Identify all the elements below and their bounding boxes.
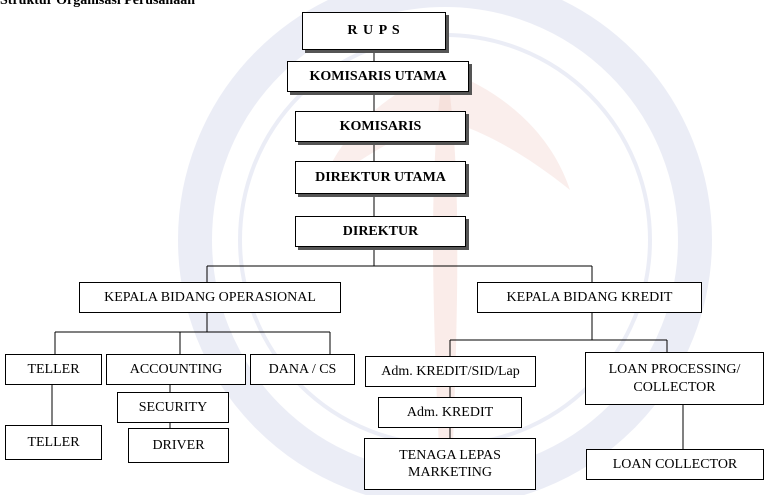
node-label: DIREKTUR UTAMA xyxy=(315,169,446,185)
node-label: TELLER xyxy=(27,361,80,377)
node-adm-kredit: Adm. KREDIT xyxy=(378,397,522,428)
node-komisaris: KOMISARIS xyxy=(295,111,466,142)
node-label-line1: TENAGA LEPAS xyxy=(399,447,501,463)
node-label: DIREKTUR xyxy=(342,223,419,239)
node-label: ACCOUNTING xyxy=(129,361,223,377)
node-label-line2: MARKETING xyxy=(408,465,492,480)
node-label: LOAN COLLECTOR xyxy=(612,456,738,472)
node-label: Adm. KREDIT/SID/Lap xyxy=(381,363,520,379)
node-loan-processing-collector: LOAN PROCESSING/ COLLECTOR xyxy=(585,352,764,405)
node-label: DRIVER xyxy=(152,437,205,453)
node-tenaga-lepas-marketing: TENAGA LEPAS MARKETING xyxy=(364,438,536,490)
node-direktur-utama: DIREKTUR UTAMA xyxy=(295,161,466,194)
node-label: TELLER xyxy=(27,434,80,450)
node-label-line1: LOAN PROCESSING/ xyxy=(608,362,741,377)
node-label: KOMISARIS xyxy=(339,118,422,134)
node-driver: DRIVER xyxy=(128,428,229,463)
node-label: Adm. KREDIT xyxy=(406,404,494,420)
node-accounting: ACCOUNTING xyxy=(106,354,246,385)
node-label: R U P S xyxy=(347,23,401,39)
node-label: KEPALA BIDANG KREDIT xyxy=(506,289,673,305)
node-dana-cs: DANA / CS xyxy=(250,354,355,385)
node-security: SECURITY xyxy=(117,392,229,423)
node-teller: TELLER xyxy=(5,354,102,385)
node-komisaris-utama: KOMISARIS UTAMA xyxy=(287,61,469,92)
node-label: KOMISARIS UTAMA xyxy=(309,68,447,84)
node-label: DANA / CS xyxy=(268,361,337,377)
node-label: SECURITY xyxy=(138,399,208,415)
node-rups: R U P S xyxy=(302,12,446,50)
node-label-line2: COLLECTOR xyxy=(633,379,716,395)
page-title: Struktur Organisasi Perusahaan xyxy=(0,0,195,8)
node-teller-2: TELLER xyxy=(5,425,102,460)
node-direktur: DIREKTUR xyxy=(295,216,466,247)
node-loan-collector: LOAN COLLECTOR xyxy=(586,449,764,480)
node-label: KEPALA BIDANG OPERASIONAL xyxy=(104,289,316,305)
node-adm-kredit-sid-lap: Adm. KREDIT/SID/Lap xyxy=(365,356,536,387)
node-kabid-operasional: KEPALA BIDANG OPERASIONAL xyxy=(79,282,341,313)
node-kabid-kredit: KEPALA BIDANG KREDIT xyxy=(477,282,702,313)
